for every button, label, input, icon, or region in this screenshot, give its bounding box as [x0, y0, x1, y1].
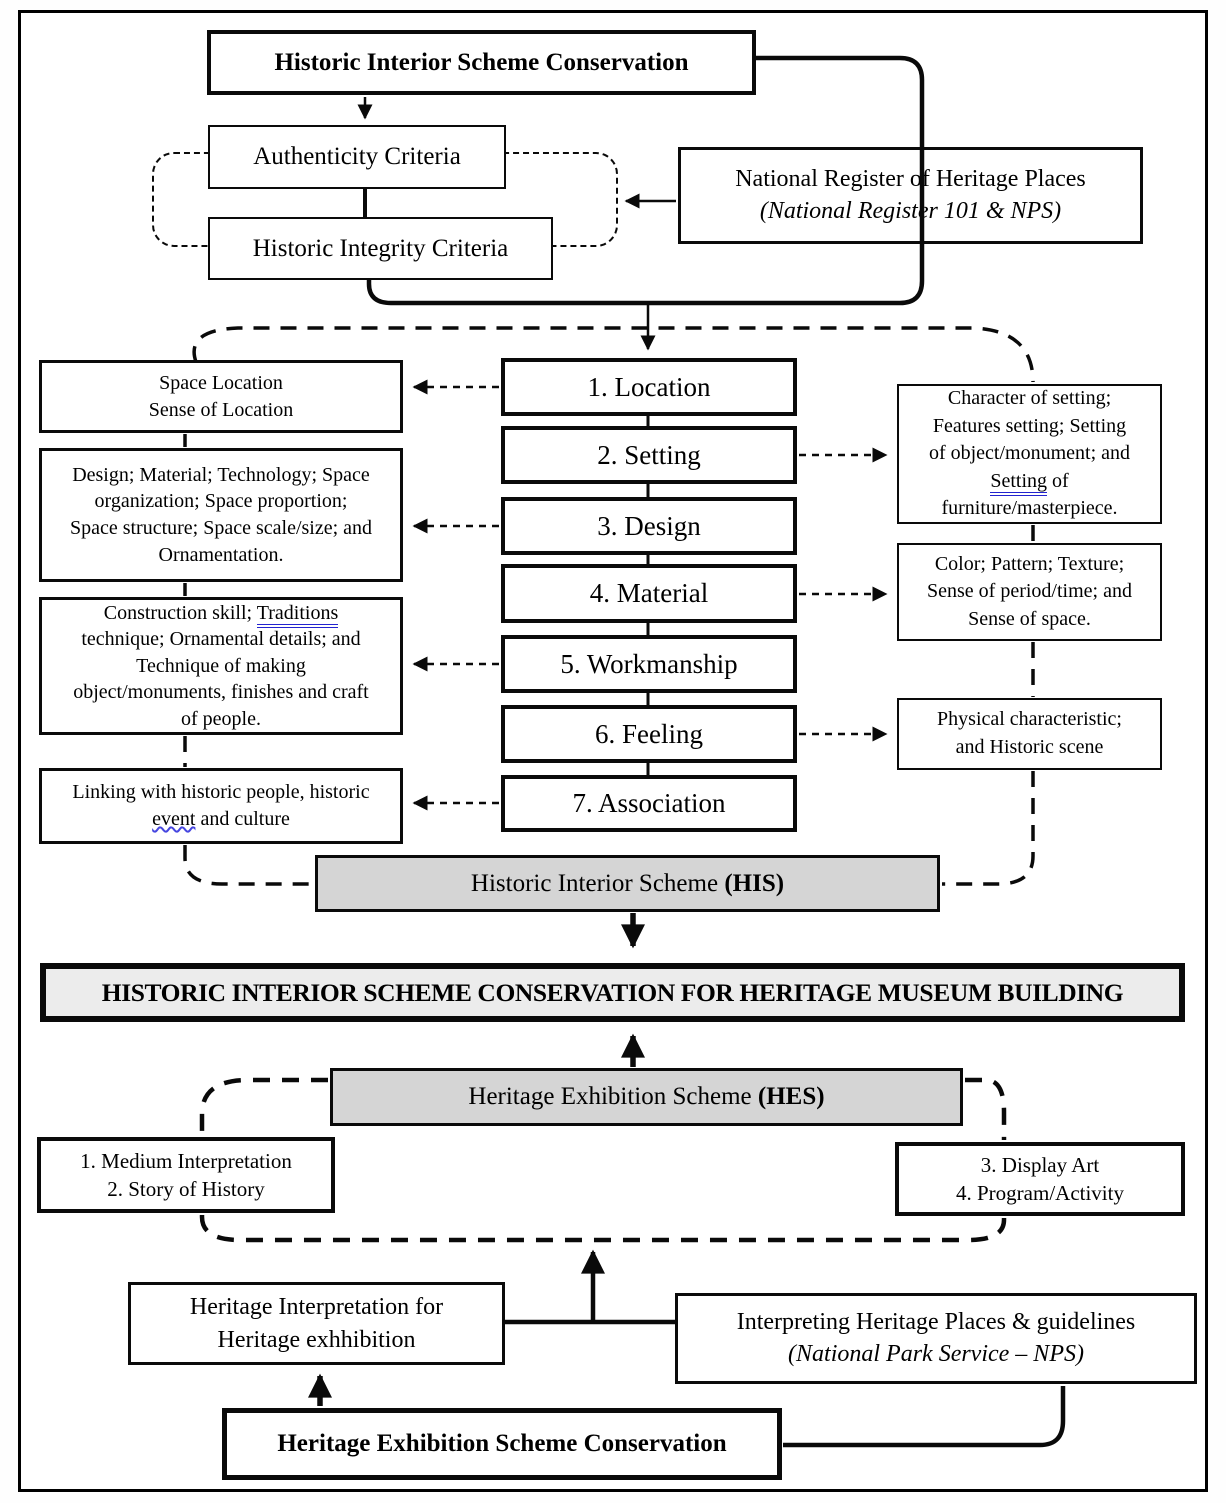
- note-line: organization; Space proportion;: [94, 490, 348, 513]
- note-line: Sense of Location: [148, 398, 294, 421]
- criterion-label: 4. Material: [589, 578, 709, 608]
- box-interpreting-heritage-places: Interpreting Heritage Places & guideline…: [675, 1293, 1197, 1384]
- box-heritage-exhibition-scheme: Heritage Exhibition Scheme (HES): [330, 1068, 963, 1126]
- hes-text: Heritage Exhibition Scheme: [468, 1083, 758, 1110]
- note-line: Space Location: [159, 371, 283, 394]
- criterion-label: 2. Setting: [597, 439, 701, 470]
- criterion-label: 3. Design: [597, 510, 701, 541]
- authenticity-label: Authenticity Criteria: [253, 143, 461, 170]
- box-historic-interior-scheme-conservation: Historic Interior Scheme Conservation: [207, 30, 756, 95]
- criterion-label: 7. Association: [572, 788, 726, 818]
- underlined-word: Setting: [990, 469, 1047, 496]
- box-historic-interior-scheme: Historic Interior Scheme (HIS): [315, 855, 940, 912]
- note-design: Design; Material; Technology; Space orga…: [39, 448, 403, 582]
- box-historic-integrity-criteria: Historic Integrity Criteria: [208, 217, 553, 280]
- note-material: Color; Pattern; Texture; Sense of period…: [897, 543, 1162, 641]
- box-headline: HISTORIC INTERIOR SCHEME CONSERVATION FO…: [40, 963, 1185, 1022]
- underlined-word: Traditions: [256, 601, 339, 628]
- note-line: Ornamentation.: [158, 543, 284, 566]
- box-criterion-setting: 2. Setting: [501, 426, 797, 484]
- note-line: furniture/masterpiece.: [941, 497, 1118, 520]
- note-line: 2. Story of History: [107, 1177, 265, 1201]
- box-criterion-design: 3. Design: [501, 497, 797, 555]
- note-line: Color; Pattern; Texture;: [934, 552, 1125, 575]
- note-setting: Character of setting; Features setting; …: [897, 384, 1162, 524]
- note-line: (National Park Service – NPS): [788, 1340, 1084, 1367]
- conservation-label: Heritage Exhibition Scheme Conservation: [277, 1430, 727, 1457]
- criterion-label: 1. Location: [587, 371, 711, 402]
- note-line: Setting of: [899, 468, 1160, 496]
- box-criterion-workmanship: 5. Workmanship: [501, 635, 797, 693]
- integrity-label: Historic Integrity Criteria: [252, 234, 509, 262]
- underlined-word: event: [152, 808, 196, 830]
- headline-text: HISTORIC INTERIOR SCHEME CONSERVATION FO…: [101, 977, 1124, 1007]
- box-national-register: National Register of Heritage Places (Na…: [678, 147, 1143, 244]
- note-line: Physical characteristic;: [937, 708, 1122, 731]
- note-line: Sense of period/time; and: [927, 580, 1132, 603]
- his-text: Historic Interior Scheme: [470, 869, 725, 897]
- note-line: object/monuments, finishes and craft: [73, 681, 369, 704]
- box-criterion-material: 4. Material: [501, 564, 797, 623]
- note-line: Heritage Interpretation for: [189, 1294, 444, 1321]
- note-line: 1. Medium Interpretation: [80, 1148, 292, 1173]
- hes-label: Heritage Exhibition Scheme (HES): [333, 1083, 960, 1111]
- note-line: 3. Display Art: [980, 1152, 1100, 1177]
- box-criterion-location: 1. Location: [501, 358, 797, 416]
- box-heritage-exhibition-scheme-conservation: Heritage Exhibition Scheme Conservation: [222, 1408, 782, 1480]
- box-authenticity-criteria: Authenticity Criteria: [208, 125, 506, 189]
- note-line: Linking with historic people, historic: [72, 781, 370, 804]
- note-line: Technique of making: [136, 654, 306, 677]
- note-line: Features setting; Setting: [932, 414, 1127, 437]
- note-medium-interpretation: 1. Medium Interpretation 2. Story of His…: [37, 1137, 335, 1213]
- note-line: Design; Material; Technology; Space: [72, 463, 370, 486]
- note-line: Space structure; Space scale/size; and: [69, 517, 373, 539]
- note-line: Heritage exhhibition: [217, 1326, 416, 1353]
- box-heritage-interpretation: Heritage Interpretation for Heritage exh…: [128, 1282, 505, 1365]
- note-workmanship: Construction skill; Traditions technique…: [39, 597, 403, 735]
- note-line: Character of setting;: [947, 387, 1112, 410]
- note-line: event and culture: [42, 806, 400, 833]
- note-line: Interpreting Heritage Places & guideline…: [736, 1309, 1136, 1336]
- criterion-label: 6. Feeling: [595, 718, 703, 749]
- note-line: technique; Ornamental details; and: [81, 628, 361, 651]
- criterion-label: 5. Workmanship: [560, 648, 738, 679]
- note-line: Construction skill; Traditions: [42, 600, 400, 628]
- note-line: Sense of space.: [968, 607, 1091, 630]
- hes-abbr: (HES): [757, 1083, 825, 1110]
- his-abbr: (HIS): [724, 869, 785, 897]
- note-space-location: Space Location Sense of Location: [39, 360, 403, 433]
- national-register-line2: (National Register 101 & NPS): [759, 197, 1062, 224]
- his-label: Historic Interior Scheme (HIS): [318, 870, 937, 898]
- note-text: and culture: [195, 808, 290, 830]
- note-text: of: [1047, 469, 1069, 492]
- note-line: 4. Program/Activity: [956, 1181, 1124, 1205]
- note-line: and Historic scene: [955, 736, 1104, 758]
- box-criterion-feeling: 6. Feeling: [501, 705, 797, 763]
- note-line: of people.: [181, 707, 261, 730]
- national-register-line1: National Register of Heritage Places: [735, 166, 1086, 193]
- box-criterion-association: 7. Association: [501, 775, 797, 832]
- root-title: Historic Interior Scheme Conservation: [274, 48, 689, 76]
- note-feeling: Physical characteristic; and Historic sc…: [897, 698, 1162, 770]
- note-text: Construction skill;: [103, 601, 257, 624]
- note-display-art: 3. Display Art 4. Program/Activity: [895, 1142, 1185, 1216]
- note-association: Linking with historic people, historic e…: [39, 768, 403, 844]
- note-line: of object/monument; and: [928, 442, 1131, 465]
